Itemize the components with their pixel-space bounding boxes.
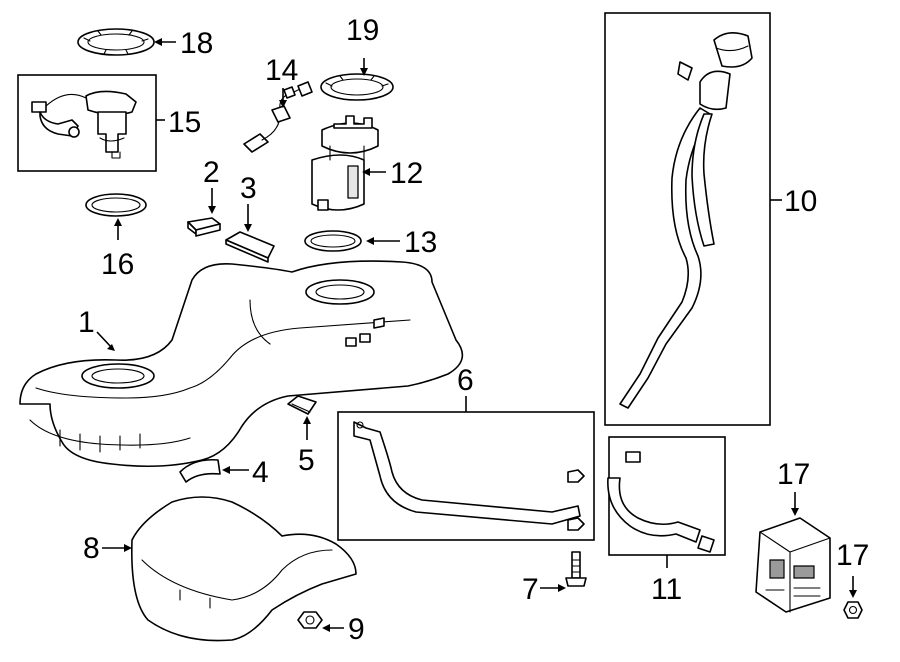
vent-hose-11 bbox=[607, 451, 715, 553]
callout-13: 13 bbox=[404, 226, 437, 259]
callout-16: 16 bbox=[101, 248, 134, 281]
lock-ring-17-center bbox=[320, 73, 394, 101]
callout-18: 17 bbox=[777, 458, 810, 491]
leader-lines bbox=[96, 38, 857, 632]
callout-17-top: 18 bbox=[180, 27, 213, 60]
callout-8: 8 bbox=[83, 532, 100, 565]
callout-5: 5 bbox=[298, 444, 315, 477]
control-module-18 bbox=[755, 517, 831, 613]
callout-7: 7 bbox=[522, 573, 539, 606]
lock-ring-17-top bbox=[77, 28, 155, 56]
fuel-sender-15 bbox=[31, 90, 137, 159]
wiring-harness-14 bbox=[243, 81, 313, 153]
pad-3 bbox=[225, 231, 275, 263]
seal-ring-13 bbox=[304, 230, 362, 252]
callout-15: 15 bbox=[168, 106, 201, 139]
callout-11: 11 bbox=[651, 573, 682, 606]
seal-ring-16 bbox=[85, 193, 147, 217]
callout-2: 2 bbox=[203, 156, 220, 189]
fuel-pump-module-12 bbox=[311, 115, 379, 211]
filler-neck-10 bbox=[619, 32, 753, 409]
bolt-7 bbox=[565, 551, 587, 587]
callout-9: 9 bbox=[348, 613, 365, 646]
bracket-5 bbox=[287, 395, 317, 415]
callout-19: 17 bbox=[836, 539, 869, 572]
callout-1: 1 bbox=[78, 306, 95, 339]
callout-14: 14 bbox=[265, 54, 298, 87]
callout-12: 12 bbox=[390, 157, 423, 190]
box-10 bbox=[604, 12, 771, 426]
nut-19 bbox=[843, 601, 863, 619]
fuel-tank-1 bbox=[19, 260, 464, 468]
callout-6: 6 bbox=[457, 364, 474, 397]
callout-17-center: 19 bbox=[346, 14, 379, 47]
heat-shield-8 bbox=[131, 496, 357, 642]
tank-strap-6 bbox=[353, 421, 585, 531]
nut-9 bbox=[297, 611, 323, 629]
box-15 bbox=[17, 74, 157, 172]
pad-4 bbox=[179, 458, 221, 483]
pad-2 bbox=[187, 217, 221, 237]
callout-10: 10 bbox=[784, 185, 817, 218]
callout-3: 3 bbox=[240, 172, 257, 205]
callout-4: 4 bbox=[252, 456, 269, 489]
